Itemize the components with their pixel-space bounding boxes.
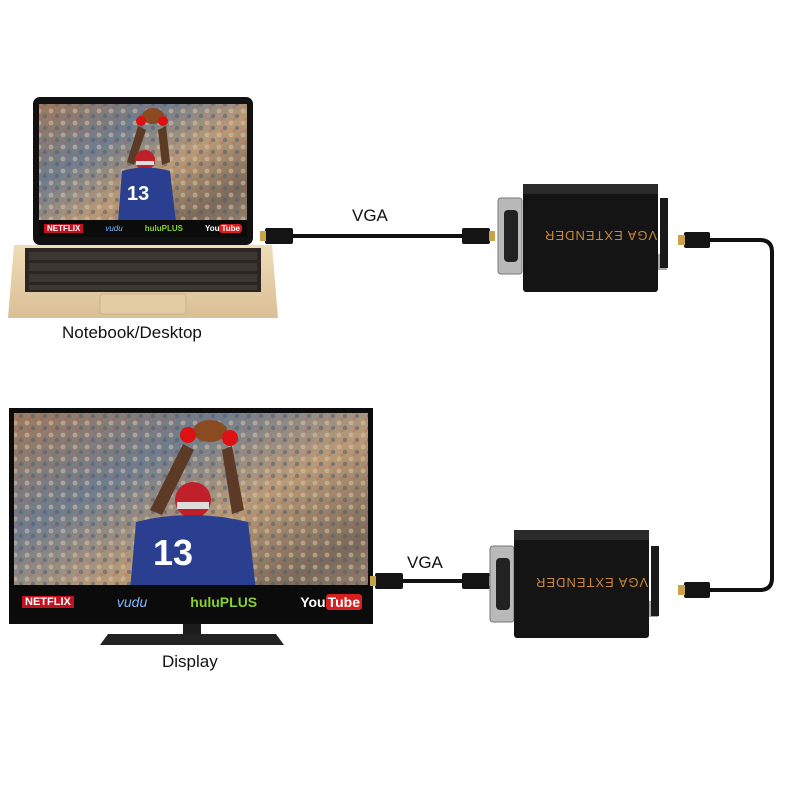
tv-display: 13 (9, 408, 373, 645)
laptop-netflix-logo: NETFLIX (44, 224, 84, 233)
laptop-app-bar (39, 220, 247, 237)
notebook-desktop-caption: Notebook/Desktop (62, 323, 202, 342)
display-caption: Display (162, 652, 218, 671)
link-plug-top (684, 232, 710, 248)
tv-player: 13 (130, 420, 256, 590)
cables (260, 228, 774, 598)
laptop-vudu-logo: vudu (105, 224, 123, 233)
bottom-cable-plug-right (462, 573, 490, 589)
tv-netflix-logo: NETFLIX (22, 596, 74, 608)
laptop-keys (29, 252, 257, 290)
bottom-extender-label: VGA EXTENDER (535, 575, 649, 590)
tv-hulu-logo: huluPLUS (190, 594, 258, 610)
link-cable (708, 238, 774, 592)
top-vga-label: VGA (352, 206, 388, 225)
top-vga-extender (497, 184, 668, 292)
bottom-cable-plug-left (375, 573, 403, 589)
laptop: 13 (8, 97, 278, 318)
tv-stand-neck (183, 624, 201, 634)
laptop-jersey-number: 13 (127, 183, 149, 205)
link-plug-bottom (684, 582, 710, 598)
laptop-trackpad (99, 293, 187, 315)
laptop-hulu-logo: huluPLUS (144, 224, 183, 233)
top-extender-label: VGA EXTENDER (544, 228, 658, 243)
tv-jersey-number: 13 (153, 532, 193, 573)
tv-vudu-logo: vudu (116, 594, 148, 610)
top-cable-plug-right (462, 228, 490, 244)
top-cable-plug-left (265, 228, 293, 244)
bottom-vga-label: VGA (407, 553, 443, 572)
bottom-vga-extender (489, 530, 659, 638)
tv-stand-base (100, 634, 284, 645)
laptop-player: 13 (118, 108, 176, 222)
